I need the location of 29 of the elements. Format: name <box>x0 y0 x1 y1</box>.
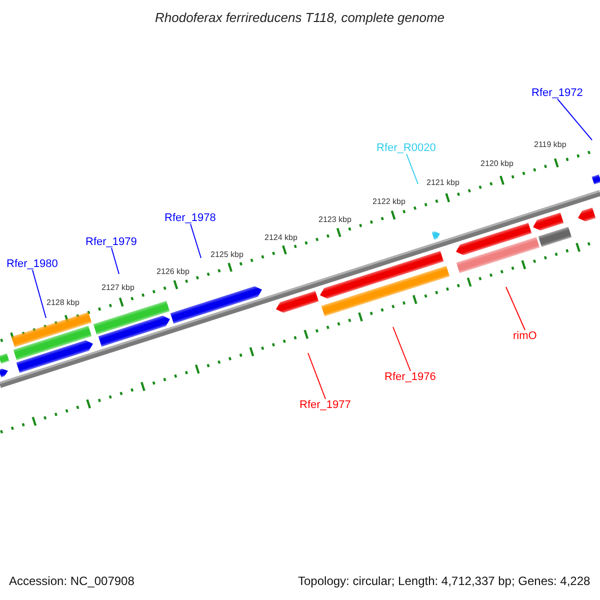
gene-label: Rfer_1976 <box>384 371 436 384</box>
accession-text: Accession: NC_007908 <box>9 574 134 588</box>
leader-line <box>111 248 120 274</box>
leader-line <box>406 154 418 184</box>
gene-label: Rfer_1980 <box>6 258 58 270</box>
gene-label: Rfer_1978 <box>164 212 216 224</box>
scale-label: 2123 kbp <box>318 216 352 224</box>
leader-line <box>506 286 526 330</box>
leader-line <box>32 270 46 318</box>
leader-line <box>392 326 411 372</box>
gene-label: Rfer_R0020 <box>376 142 436 154</box>
scale-label: 2128 kbp <box>46 298 80 308</box>
scale-label: 2120 kbp <box>480 160 514 168</box>
scale-label: 2121 kbp <box>426 178 460 188</box>
leader-line <box>308 352 326 400</box>
gene-label: Rfer_1972 <box>532 87 583 100</box>
gene-label: rimO <box>513 330 537 342</box>
scale-label: 2122 kbp <box>372 198 406 206</box>
leader-line <box>190 224 202 258</box>
scale-label: 2124 kbp <box>264 234 298 242</box>
scale-label: 2127 kbp <box>102 284 134 292</box>
diagram-title: Rhodoferax ferrireducens T118, complete genome <box>155 11 445 26</box>
scale-label: 2119 kbp <box>534 140 566 150</box>
leader-line <box>557 98 592 140</box>
gene-label: Rfer_1977 <box>300 399 351 412</box>
gene-label: Rfer_1979 <box>86 236 137 248</box>
scale-label: 2125 kbp <box>210 250 244 260</box>
genome-info-text: Topology: circular; Length: 4,712,337 bp; Genes: 4,228 <box>298 574 590 588</box>
scale-label: 2126 kbp <box>156 268 190 276</box>
